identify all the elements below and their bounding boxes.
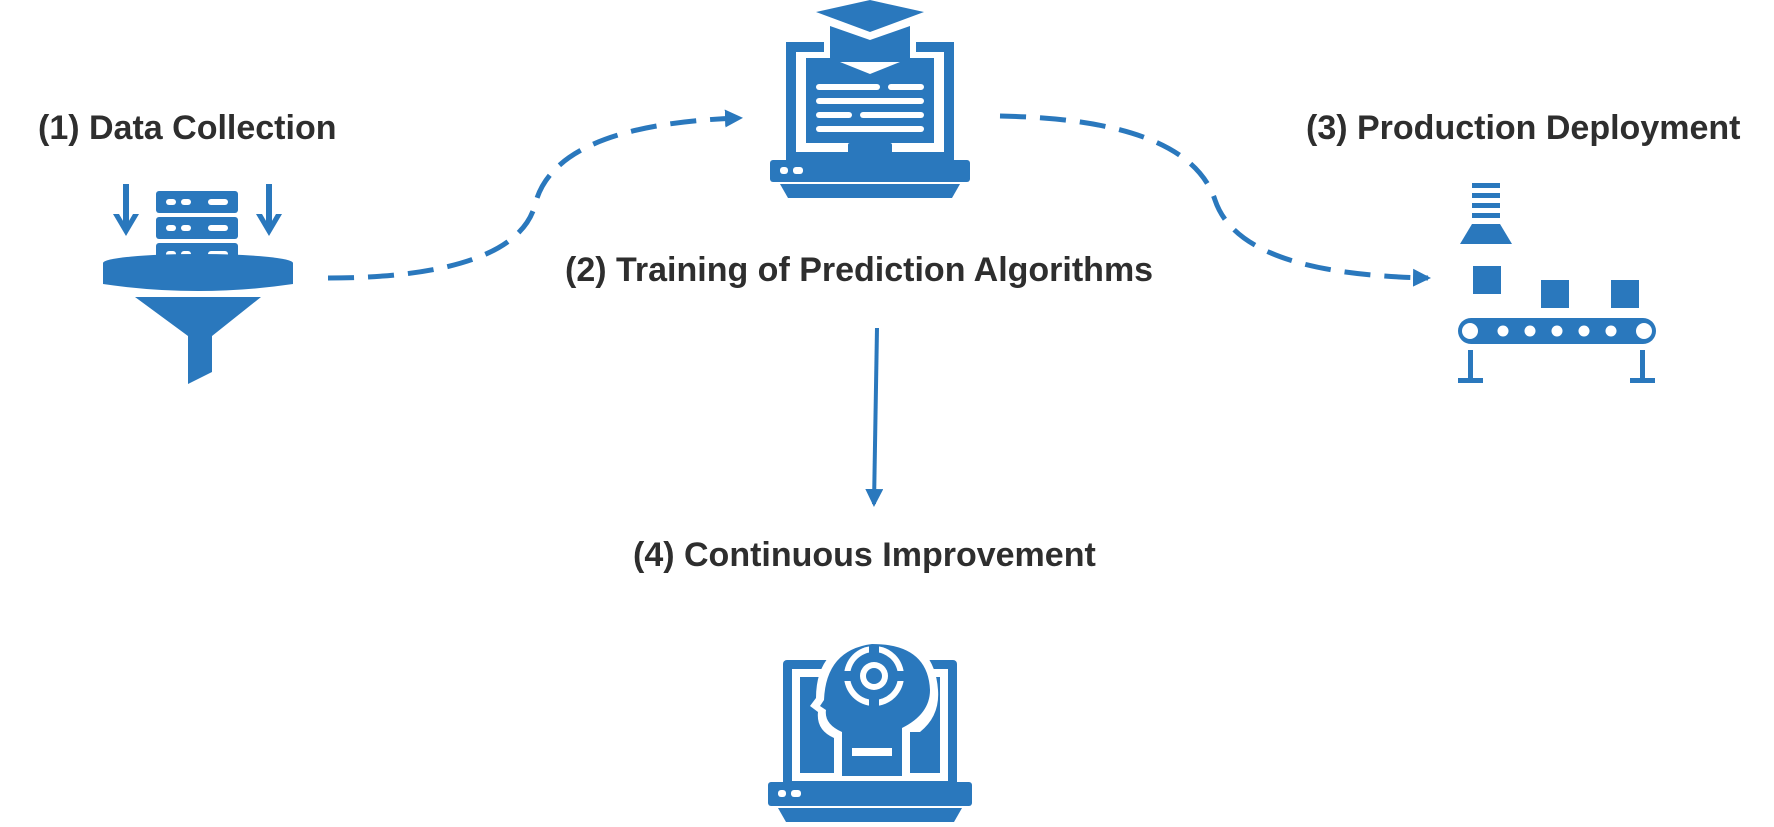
document-lines-icon: [816, 84, 924, 132]
connector-training-to-improvement: [865, 327, 884, 507]
mortarboard-icon: [816, 0, 924, 32]
conveyor-belt-icon: [1458, 183, 1656, 383]
step-label-training: (2) Training of Prediction Algorithms: [565, 251, 1154, 289]
box-icon: [1541, 280, 1569, 308]
box-icon: [1473, 266, 1501, 294]
connector-training-to-deployment: [999, 113, 1431, 287]
arrow-down-right-icon: [256, 184, 282, 236]
funnel-database-icon: [103, 184, 293, 384]
brain-gear-laptop-icon: [768, 635, 972, 822]
box-icon: [1611, 280, 1639, 308]
arrow-down-left-icon: [113, 184, 139, 236]
dispenser-icon: [1460, 183, 1512, 244]
graduation-laptop-icon: [770, 0, 970, 198]
gear-icon: [844, 646, 904, 706]
step-label-data-collection: (1) Data Collection: [38, 109, 337, 147]
step-label-production-deployment: (3) Production Deployment: [1306, 109, 1741, 147]
step-label-continuous-improvement: (4) Continuous Improvement: [633, 536, 1096, 574]
connector-data-to-training: [327, 109, 743, 281]
database-stack-icon: [156, 191, 238, 265]
